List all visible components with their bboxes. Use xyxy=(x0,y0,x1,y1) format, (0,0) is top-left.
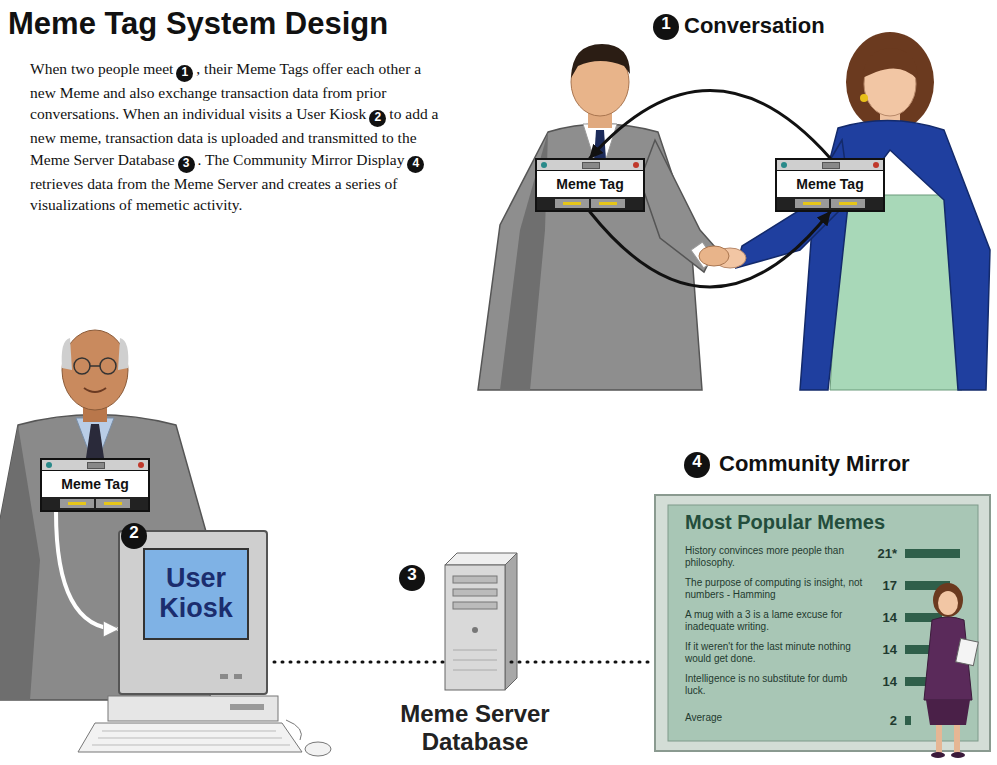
tag-button xyxy=(795,199,829,208)
tag-bottom-strip xyxy=(777,197,883,210)
server-box: Meme Server Database xyxy=(445,565,505,690)
screen-title: Most Popular Memes xyxy=(685,511,885,534)
meme-count: 14 xyxy=(863,642,897,657)
tag-top-strip xyxy=(537,160,643,171)
tag-led xyxy=(104,502,122,505)
diagram-title: Meme Tag System Design xyxy=(8,6,388,42)
ir-window xyxy=(87,462,105,469)
tag-top-strip xyxy=(42,460,148,471)
section-heading: Conversation xyxy=(684,13,825,39)
monitor-button xyxy=(234,674,242,679)
meme-tag: Meme Tag xyxy=(40,458,150,512)
tag-led xyxy=(803,202,821,205)
section-heading: Community Mirror xyxy=(719,451,910,477)
status-light xyxy=(633,162,639,168)
network-link xyxy=(274,661,443,664)
status-light xyxy=(781,162,787,168)
meme-quote: If it weren't for the last minute nothin… xyxy=(685,641,863,665)
tag-led xyxy=(839,202,857,205)
tag-bottom-strip xyxy=(42,497,148,510)
presenter-figure xyxy=(924,583,978,758)
tag-button xyxy=(831,199,865,208)
status-light xyxy=(46,462,52,468)
mirror-display: Most Popular MemesHistory convinces more… xyxy=(655,495,990,751)
status-light xyxy=(873,162,879,168)
meme-count: 2 xyxy=(863,713,897,728)
mirror-screen xyxy=(655,495,990,751)
tag-text: Meme Tag xyxy=(537,171,643,197)
flow-arrow xyxy=(56,512,118,629)
tag-button xyxy=(60,499,94,508)
tag-text: Meme Tag xyxy=(42,471,148,497)
businesswoman-figure xyxy=(699,32,990,390)
meme-quote: History convinces more people than philo… xyxy=(685,545,863,569)
tag-led xyxy=(563,202,581,205)
callout-number: 4 xyxy=(407,156,424,173)
flow-arrow xyxy=(590,91,830,159)
callout-number: 3 xyxy=(178,156,195,173)
tag-top-strip xyxy=(777,160,883,171)
status-light xyxy=(541,162,547,168)
computer-base xyxy=(78,696,331,756)
tag-button xyxy=(96,499,130,508)
ir-window xyxy=(822,162,840,169)
description-text: When two people meet xyxy=(30,60,173,77)
network-link xyxy=(511,661,653,664)
meme-count: 17 xyxy=(863,578,897,593)
description-text: . The Community Mirror Display xyxy=(198,151,405,168)
flow-arrow xyxy=(590,212,830,287)
description-text: retrieves data from the Meme Server and … xyxy=(30,175,398,213)
description-text: When two people meet1, their Meme Tags o… xyxy=(30,58,444,215)
meme-quote: Average xyxy=(685,712,863,724)
tag-button xyxy=(591,199,625,208)
meme-count: 21* xyxy=(863,546,897,561)
meme-quote: Intelligence is no substitute for dumb l… xyxy=(685,673,863,697)
kiosk-monitor: User Kiosk xyxy=(118,530,268,695)
monitor-button xyxy=(220,674,228,679)
meme-count: 14 xyxy=(863,610,897,625)
server-tower xyxy=(445,553,517,690)
meme-tag: Meme Tag xyxy=(535,158,645,212)
callout-number: 2 xyxy=(369,110,386,127)
callout-number: 3 xyxy=(399,565,425,591)
callout-number: 1 xyxy=(653,14,679,40)
tag-bottom-strip xyxy=(537,197,643,210)
meme-count: 14 xyxy=(863,674,897,689)
meme-quote: The purpose of computing is insight, not… xyxy=(685,577,863,601)
status-light xyxy=(138,462,144,468)
callout-number: 1 xyxy=(176,65,193,82)
tag-button xyxy=(555,199,589,208)
callout-number: 4 xyxy=(684,452,710,478)
tag-text: Meme Tag xyxy=(777,171,883,197)
tag-led xyxy=(599,202,617,205)
ir-window xyxy=(582,162,600,169)
server-heading: Meme Server Database xyxy=(355,700,595,756)
meme-quote: A mug with a 3 is a lame excuse for inad… xyxy=(685,609,863,633)
tag-led xyxy=(68,502,86,505)
kiosk-screen-text: User Kiosk xyxy=(143,548,249,640)
meme-tag: Meme Tag xyxy=(775,158,885,212)
callout-number: 2 xyxy=(121,523,147,549)
